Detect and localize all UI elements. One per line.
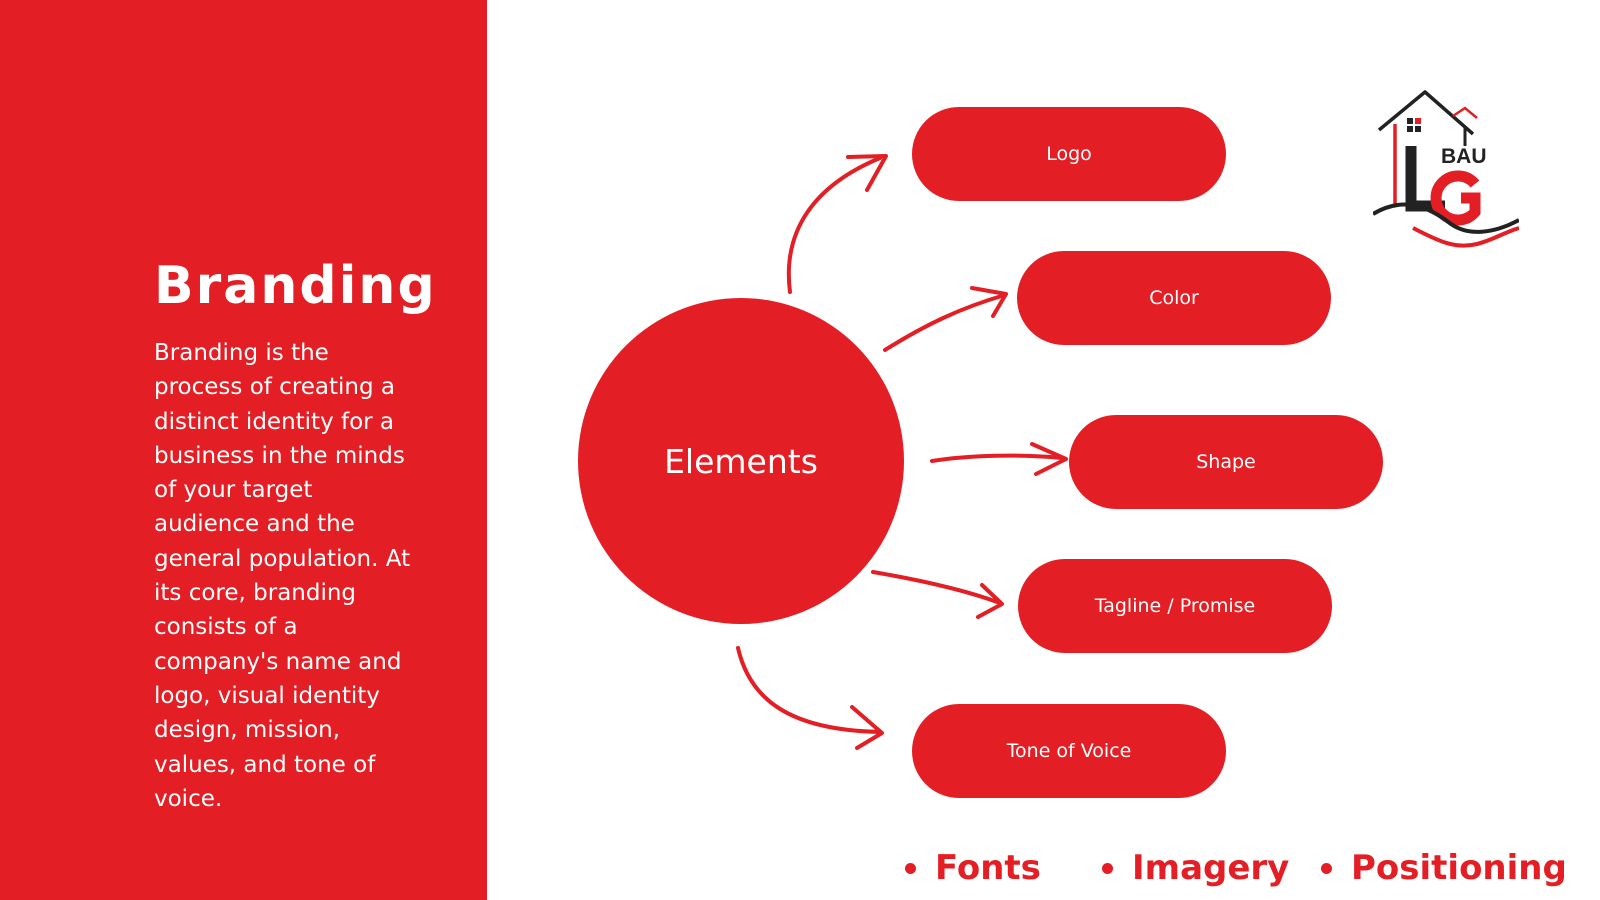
bullet-list: Fonts Imagery Positioning	[905, 848, 1595, 892]
node-shape: Shape	[1069, 415, 1383, 509]
bullet-positioning: Positioning	[1321, 848, 1567, 888]
branding-description: Branding is the process of creating a di…	[154, 340, 411, 812]
arrow-to-color	[883, 293, 1007, 352]
company-logo: BAU &	[1373, 90, 1519, 248]
logo-text-bau: BAU	[1441, 145, 1487, 168]
page-title: Branding	[154, 256, 437, 316]
bullet-imagery: Imagery	[1102, 848, 1289, 888]
arrow-to-logo	[786, 156, 882, 294]
node-tone-of-voice: Tone of Voice	[912, 704, 1226, 798]
arrowhead-tagline	[976, 583, 1004, 619]
node-color: Color	[1017, 251, 1331, 345]
elements-circle: Elements	[578, 298, 904, 624]
node-tagline: Tagline / Promise	[1018, 559, 1332, 653]
arrow-to-tone	[736, 646, 882, 734]
bullet-dot-icon	[1321, 862, 1332, 874]
bullet-dot-icon	[1102, 862, 1113, 874]
logo-wave-dark-icon	[1373, 202, 1519, 234]
bullet-dot-icon	[905, 862, 916, 874]
arrowhead-shape	[1030, 442, 1068, 476]
arrow-to-tagline	[871, 570, 1002, 605]
node-logo: Logo	[912, 107, 1226, 201]
window-icon	[1407, 118, 1421, 132]
arrowhead-tone	[850, 705, 884, 750]
logo-text-amp: &	[1446, 193, 1457, 210]
arrowhead-color	[970, 286, 1008, 318]
bullet-label: Fonts	[935, 848, 1041, 888]
house-roof-accent-icon	[1452, 106, 1478, 119]
left-panel: Branding Branding is the process of crea…	[0, 0, 487, 900]
bullet-fonts: Fonts	[905, 848, 1041, 888]
house-roof-icon	[1377, 90, 1475, 136]
logo-wave-red-icon	[1412, 226, 1519, 248]
elements-label: Elements	[664, 441, 818, 481]
arrow-to-shape	[930, 453, 1064, 463]
logo-letter-g-icon	[1430, 170, 1481, 226]
bullet-label: Positioning	[1351, 848, 1567, 888]
bullet-label: Imagery	[1132, 848, 1290, 888]
arrowhead-logo	[846, 154, 888, 192]
